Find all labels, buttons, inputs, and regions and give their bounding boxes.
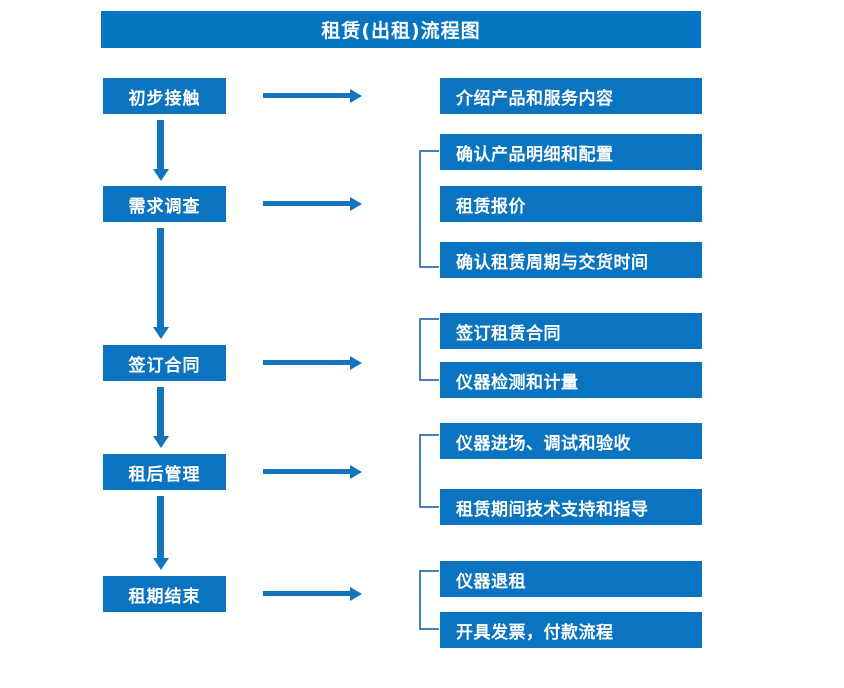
stage-box-2[interactable]: 需求调查 bbox=[103, 186, 226, 222]
detail-box-3[interactable]: 租赁报价 bbox=[440, 186, 702, 222]
vertical-arrow-3-to-4 bbox=[157, 387, 164, 437]
group-bracket-4 bbox=[419, 434, 439, 508]
detail-box-8[interactable]: 租赁期间技术支持和指导 bbox=[440, 489, 702, 525]
detail-box-2[interactable]: 确认产品明细和配置 bbox=[440, 134, 702, 170]
group-bracket-5 bbox=[419, 570, 439, 630]
detail-box-10[interactable]: 开具发票，付款流程 bbox=[440, 612, 702, 648]
detail-box-7[interactable]: 仪器进场、调试和验收 bbox=[440, 423, 702, 459]
group-bracket-3 bbox=[419, 318, 439, 381]
horizontal-arrow-3 bbox=[263, 360, 351, 365]
group-bracket-2 bbox=[419, 150, 439, 268]
detail-box-9[interactable]: 仪器退租 bbox=[440, 561, 702, 597]
detail-box-6[interactable]: 仪器检测和计量 bbox=[440, 362, 702, 398]
vertical-arrow-4-to-5 bbox=[157, 496, 164, 559]
stage-box-5[interactable]: 租期结束 bbox=[103, 576, 226, 612]
detail-box-1[interactable]: 介绍产品和服务内容 bbox=[440, 78, 702, 114]
page-title: 租赁(出租)流程图 bbox=[101, 11, 701, 48]
stage-box-3[interactable]: 签订合同 bbox=[103, 345, 226, 381]
stage-box-4[interactable]: 租后管理 bbox=[103, 454, 226, 490]
horizontal-arrow-2 bbox=[263, 201, 351, 206]
horizontal-arrow-4 bbox=[263, 469, 351, 474]
horizontal-arrow-1 bbox=[263, 93, 351, 98]
vertical-arrow-2-to-3 bbox=[157, 228, 164, 328]
horizontal-arrow-5 bbox=[263, 591, 351, 596]
detail-box-4[interactable]: 确认租赁周期与交货时间 bbox=[440, 242, 702, 278]
detail-box-5[interactable]: 签订租赁合同 bbox=[440, 313, 702, 349]
stage-box-1[interactable]: 初步接触 bbox=[103, 78, 226, 114]
vertical-arrow-1-to-2 bbox=[157, 120, 164, 170]
